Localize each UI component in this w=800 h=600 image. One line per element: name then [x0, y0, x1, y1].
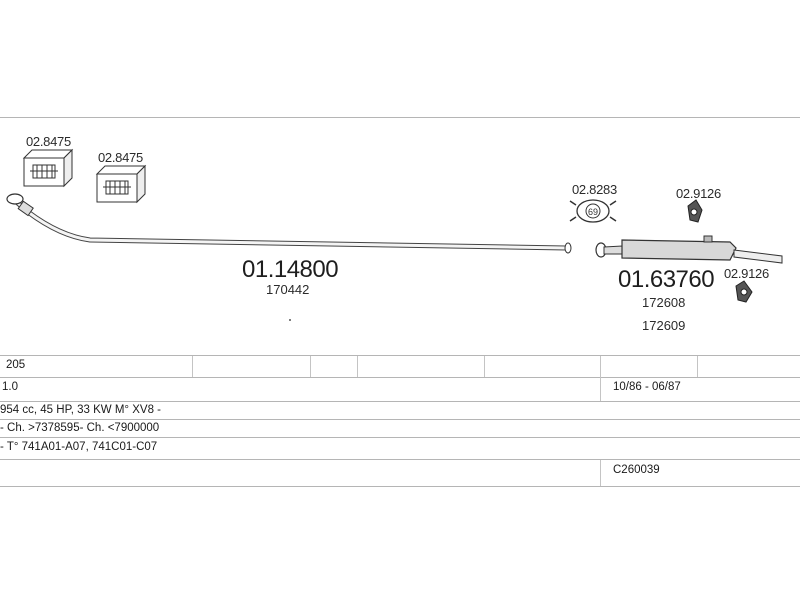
bracket-left-illustration: [22, 148, 74, 188]
table-col-divider: [697, 356, 698, 377]
table-divider: [0, 377, 800, 378]
front-pipe-ref: 170442: [266, 282, 310, 297]
vehicle-types: - T° 741A01-A07, 741C01-C07: [0, 441, 158, 453]
rubber-mount-top-illustration: [687, 199, 703, 223]
table-border-top: [0, 355, 800, 356]
table-divider: [0, 419, 800, 420]
rubber-top-code[interactable]: 02.9126: [676, 186, 721, 201]
clamp-code[interactable]: 02.8283: [572, 182, 617, 197]
table-col-divider: [310, 356, 311, 377]
table-divider: [0, 459, 800, 460]
rear-muffler-ref-2: 172609: [642, 318, 686, 333]
table-col-divider: [600, 356, 601, 401]
rear-muffler-code[interactable]: 01.63760: [618, 266, 715, 293]
rubber-mount-bottom-illustration: [735, 280, 753, 303]
clamp-badge: 69: [588, 207, 598, 217]
front-pipe-illustration: [6, 193, 572, 254]
vehicle-chassis: - Ch. >7378595- Ch. <7900000: [0, 422, 160, 434]
table-border-bottom: [0, 486, 800, 487]
table-divider: [0, 401, 800, 402]
table-col-divider: [357, 356, 358, 377]
catalog-number: C260039: [613, 464, 660, 476]
bracket-right-code[interactable]: 02.8475: [98, 150, 143, 165]
front-pipe-code[interactable]: 01.14800: [242, 256, 339, 283]
table-col-divider: [600, 460, 601, 486]
vehicle-spec: 954 cc, 45 HP, 33 KW M° XV8 -: [0, 404, 161, 416]
vehicle-model: 205: [6, 359, 26, 371]
rubber-bottom-code[interactable]: 02.9126: [724, 266, 769, 281]
table-divider: [0, 437, 800, 438]
rear-muffler-illustration: [595, 235, 783, 264]
vehicle-period: 10/86 - 06/87: [613, 381, 681, 393]
bracket-left-code[interactable]: 02.8475: [26, 134, 71, 149]
vehicle-engine: 1.0: [2, 381, 18, 393]
clamp-illustration: 69: [569, 199, 617, 223]
rear-muffler-ref-1: 172608: [642, 295, 686, 310]
table-col-divider: [484, 356, 485, 377]
top-divider: [0, 117, 800, 118]
table-col-divider: [192, 356, 193, 377]
dot-marker: [289, 319, 291, 321]
bracket-right-illustration: [95, 164, 147, 204]
